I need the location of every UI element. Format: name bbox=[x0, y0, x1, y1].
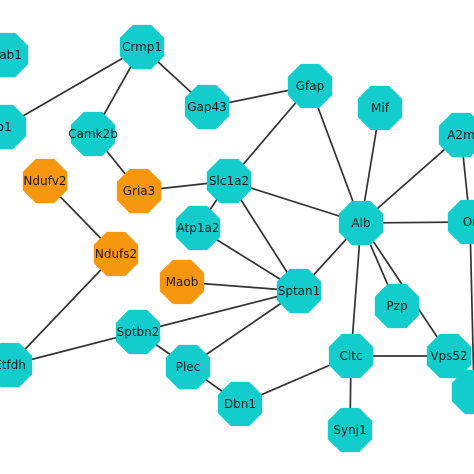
node-shape bbox=[217, 381, 263, 427]
node-ndufs2[interactable]: Ndufs2 bbox=[93, 231, 139, 277]
node-shape bbox=[426, 333, 472, 379]
node-label: Gap43 bbox=[187, 100, 227, 114]
node-gap43[interactable]: Gap43 bbox=[184, 84, 230, 130]
edge-sptan1-sptbn2 bbox=[137, 290, 300, 333]
node-label: Gfap bbox=[296, 79, 325, 93]
node-label: Maob bbox=[166, 275, 199, 289]
node-shape bbox=[184, 84, 230, 130]
node-shape bbox=[327, 407, 373, 453]
node-dbn1[interactable]: Dbn1 bbox=[217, 381, 263, 427]
node-shape bbox=[447, 199, 474, 245]
node-camk2b[interactable]: Camk2b bbox=[68, 111, 118, 157]
node-label: Ndufv2 bbox=[23, 174, 66, 188]
node-sptbn2[interactable]: Sptbn2 bbox=[115, 309, 161, 355]
node-crmp1[interactable]: Crmp1 bbox=[119, 24, 165, 70]
node-label: Dab1 bbox=[0, 48, 22, 62]
node-shape bbox=[165, 344, 211, 390]
node-mif[interactable]: Mif bbox=[357, 85, 403, 131]
node-label: Pzp bbox=[386, 299, 407, 313]
edge-ndufs2-etfdh bbox=[9, 253, 117, 366]
node-label: Mif bbox=[371, 101, 390, 115]
node-shape bbox=[119, 24, 165, 70]
node-ap1[interactable]: p1 bbox=[0, 104, 27, 150]
node-cltc[interactable]: Cltc bbox=[328, 333, 374, 379]
node-shape bbox=[451, 369, 474, 415]
node-gria3[interactable]: Gria3 bbox=[116, 168, 162, 214]
node-shape bbox=[438, 112, 474, 158]
edges-layer bbox=[3, 46, 474, 431]
node-etfdh[interactable]: Etfdh bbox=[0, 342, 33, 388]
node-vps52[interactable]: Vps52 bbox=[426, 333, 472, 379]
node-edgenode[interactable] bbox=[451, 369, 474, 415]
node-label: Ndufs2 bbox=[95, 247, 137, 261]
node-shape bbox=[338, 200, 384, 246]
node-shape bbox=[206, 158, 252, 204]
node-label: Etfdh bbox=[0, 358, 26, 372]
edge-gfap-alb bbox=[309, 85, 362, 224]
node-shape bbox=[374, 283, 420, 329]
node-a2m[interactable]: A2m bbox=[438, 112, 474, 158]
node-label: Cltc bbox=[339, 349, 362, 363]
node-shape bbox=[22, 158, 68, 204]
node-ndufv2[interactable]: Ndufv2 bbox=[22, 158, 68, 204]
node-label: Alb bbox=[351, 216, 370, 230]
node-synj1[interactable]: Synj1 bbox=[327, 407, 373, 453]
node-label: p1 bbox=[0, 120, 12, 134]
node-label: A2m bbox=[447, 128, 474, 142]
node-shape bbox=[276, 268, 322, 314]
edge-orm-edgenode bbox=[469, 221, 474, 393]
node-plec[interactable]: Plec bbox=[165, 344, 211, 390]
node-label: Crmp1 bbox=[122, 40, 162, 54]
node-shape bbox=[116, 168, 162, 214]
node-slc1a2[interactable]: Slc1a2 bbox=[206, 158, 252, 204]
node-shape bbox=[0, 342, 33, 388]
node-shape bbox=[93, 231, 139, 277]
node-shape bbox=[287, 63, 333, 109]
node-sptan1[interactable]: Sptan1 bbox=[276, 268, 322, 314]
node-label: Sptan1 bbox=[278, 284, 321, 298]
node-label: Sptbn2 bbox=[117, 325, 160, 339]
node-shape bbox=[0, 32, 29, 78]
node-maob[interactable]: Maob bbox=[159, 259, 205, 305]
node-label: Plec bbox=[176, 360, 201, 374]
node-label: Dbn1 bbox=[224, 397, 256, 411]
node-label: Synj1 bbox=[333, 423, 366, 437]
node-dab1[interactable]: Dab1 bbox=[0, 32, 29, 78]
node-label: Slc1a2 bbox=[209, 174, 249, 188]
node-label: Or bbox=[463, 215, 474, 229]
node-shape bbox=[357, 85, 403, 131]
node-label: Vps52 bbox=[430, 349, 467, 363]
node-shape bbox=[175, 205, 221, 251]
node-gfap[interactable]: Gfap bbox=[287, 63, 333, 109]
node-shape bbox=[0, 104, 27, 150]
node-shape bbox=[159, 259, 205, 305]
node-atp1a2[interactable]: Atp1a2 bbox=[175, 205, 221, 251]
edge-crmp1-ap1 bbox=[3, 46, 143, 128]
node-alb[interactable]: Alb bbox=[338, 200, 384, 246]
node-pzp[interactable]: Pzp bbox=[374, 283, 420, 329]
node-orm[interactable]: Or bbox=[447, 199, 474, 245]
node-shape bbox=[70, 111, 116, 157]
node-label: Atp1a2 bbox=[177, 221, 220, 235]
node-label: Camk2b bbox=[68, 127, 118, 141]
node-label: Gria3 bbox=[123, 184, 156, 198]
node-shape bbox=[115, 309, 161, 355]
node-shape bbox=[328, 333, 374, 379]
